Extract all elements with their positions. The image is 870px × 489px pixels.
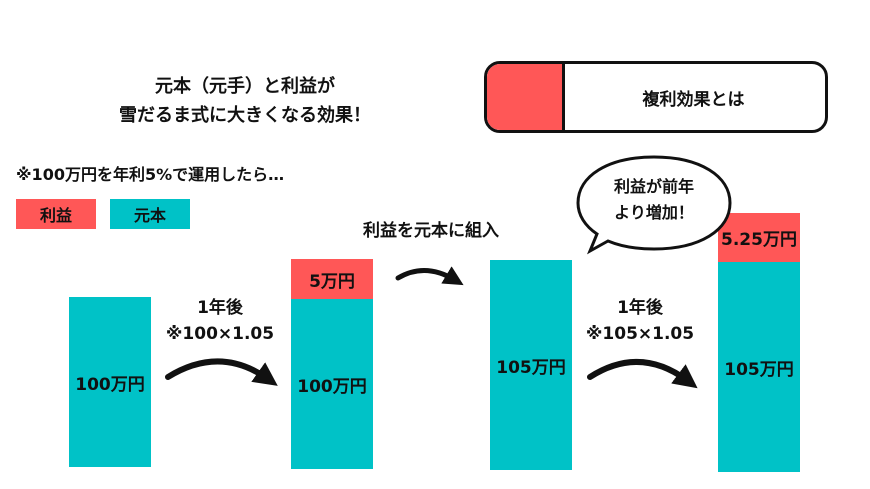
intro-line-2: 雪だるま式に大きくなる効果！	[119, 105, 371, 126]
step2-line-1: 1年後	[617, 298, 663, 318]
title-swatch	[487, 64, 565, 130]
step1-label: 1年後 ※100×1.05	[160, 295, 280, 347]
arrow-combine	[395, 266, 464, 286]
speech-bubble	[576, 155, 732, 255]
legend-profit: 利益	[16, 199, 96, 229]
bar2-principal: 100万円	[291, 299, 373, 469]
title-box: 複利効果とは	[484, 61, 828, 133]
step1-line-2: ※100×1.05	[165, 324, 275, 344]
bubble-line-2: より増加！	[614, 203, 694, 222]
scenario-note: ※100万円を年利5%で運用したら…	[16, 165, 285, 184]
bar4-profit: 5.25万円	[718, 213, 800, 262]
bar3-principal: 105万円	[490, 260, 572, 470]
legend-principal: 元本	[110, 199, 190, 229]
combine-label: 利益を元本に組入	[363, 221, 499, 241]
intro-line-1: 元本（元手）と利益が	[155, 76, 335, 97]
arrow-year2	[587, 358, 698, 389]
step1-line-1: 1年後	[197, 298, 243, 318]
bubble-line-1: 利益が前年	[613, 177, 694, 196]
bar1-principal: 100万円	[69, 297, 151, 467]
arrow-year1	[165, 358, 278, 386]
step2-label: 1年後 ※105×1.05	[580, 295, 700, 347]
bubble-text: 利益が前年 より増加！	[590, 174, 718, 226]
bar4-principal: 105万円	[718, 262, 800, 472]
step2-line-2: ※105×1.05	[585, 324, 695, 344]
bar2-profit: 5万円	[291, 259, 373, 299]
title-text: 複利効果とは	[642, 89, 745, 110]
